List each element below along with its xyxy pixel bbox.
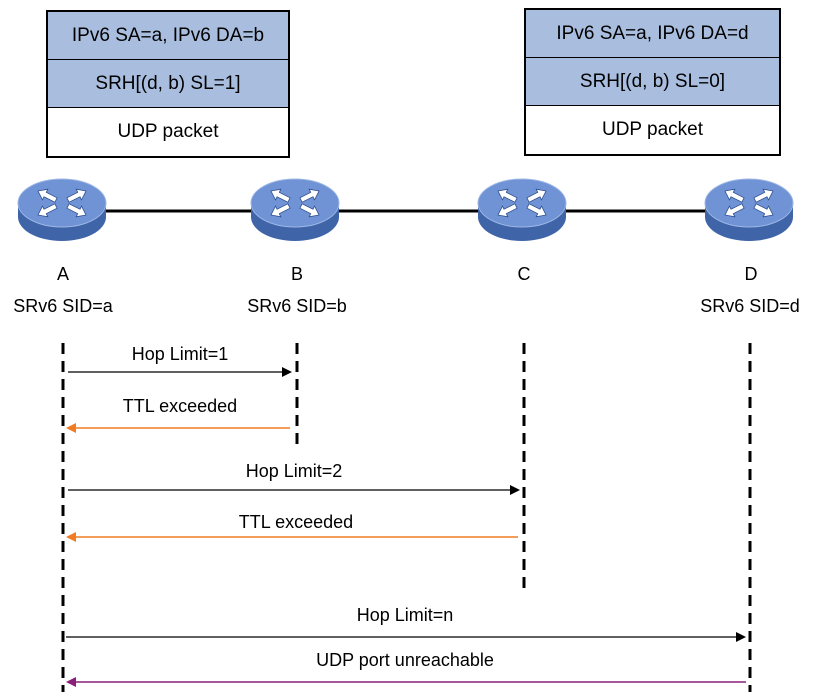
packet-left-srh-header: SRH[(d, b) SL=1] xyxy=(48,60,288,108)
packet-right-srh-header: SRH[(d, b) SL=0] xyxy=(526,58,779,106)
node-b-name: B xyxy=(290,264,303,284)
msg-hop-limit-1-label: Hop Limit=1 xyxy=(131,344,229,364)
msg-ttl-exceeded-b-arrow xyxy=(66,423,290,433)
packet-right-ipv6-header: IPv6 SA=a, IPv6 DA=d xyxy=(526,10,779,58)
router-d-icon xyxy=(704,178,794,241)
msg-udp-unreachable-label: UDP port unreachable xyxy=(316,650,494,670)
router-a-icon xyxy=(17,178,107,241)
node-b-sid: SRv6 SID=b xyxy=(247,296,347,316)
packet-left-payload: UDP packet xyxy=(48,108,288,156)
router-b-icon xyxy=(250,178,340,241)
msg-hop-limit-1-arrow xyxy=(68,367,292,377)
msg-hop-limit-n-arrow xyxy=(66,632,746,642)
msg-hop-limit-2-label: Hop Limit=2 xyxy=(245,461,343,481)
packet-left: IPv6 SA=a, IPv6 DA=b SRH[(d, b) SL=1] UD… xyxy=(46,10,290,158)
packet-right: IPv6 SA=a, IPv6 DA=d SRH[(d, b) SL=0] UD… xyxy=(524,8,781,156)
router-c-icon xyxy=(477,178,567,241)
packet-left-ipv6-header: IPv6 SA=a, IPv6 DA=b xyxy=(48,12,288,60)
msg-hop-limit-n-label: Hop Limit=n xyxy=(356,605,454,625)
msg-hop-limit-2-arrow xyxy=(68,485,520,495)
node-d-sid: SRv6 SID=d xyxy=(700,296,800,316)
node-c-name: C xyxy=(517,264,531,284)
node-a-sid: SRv6 SID=a xyxy=(13,296,113,316)
msg-ttl-exceeded-b-label: TTL exceeded xyxy=(122,396,238,416)
packet-right-payload: UDP packet xyxy=(526,106,779,154)
msg-ttl-exceeded-c-arrow xyxy=(66,532,518,542)
node-d-name: D xyxy=(744,264,758,284)
node-a-name: A xyxy=(56,264,69,284)
msg-udp-unreachable-arrow xyxy=(66,677,746,687)
msg-ttl-exceeded-c-label: TTL exceeded xyxy=(238,512,354,532)
